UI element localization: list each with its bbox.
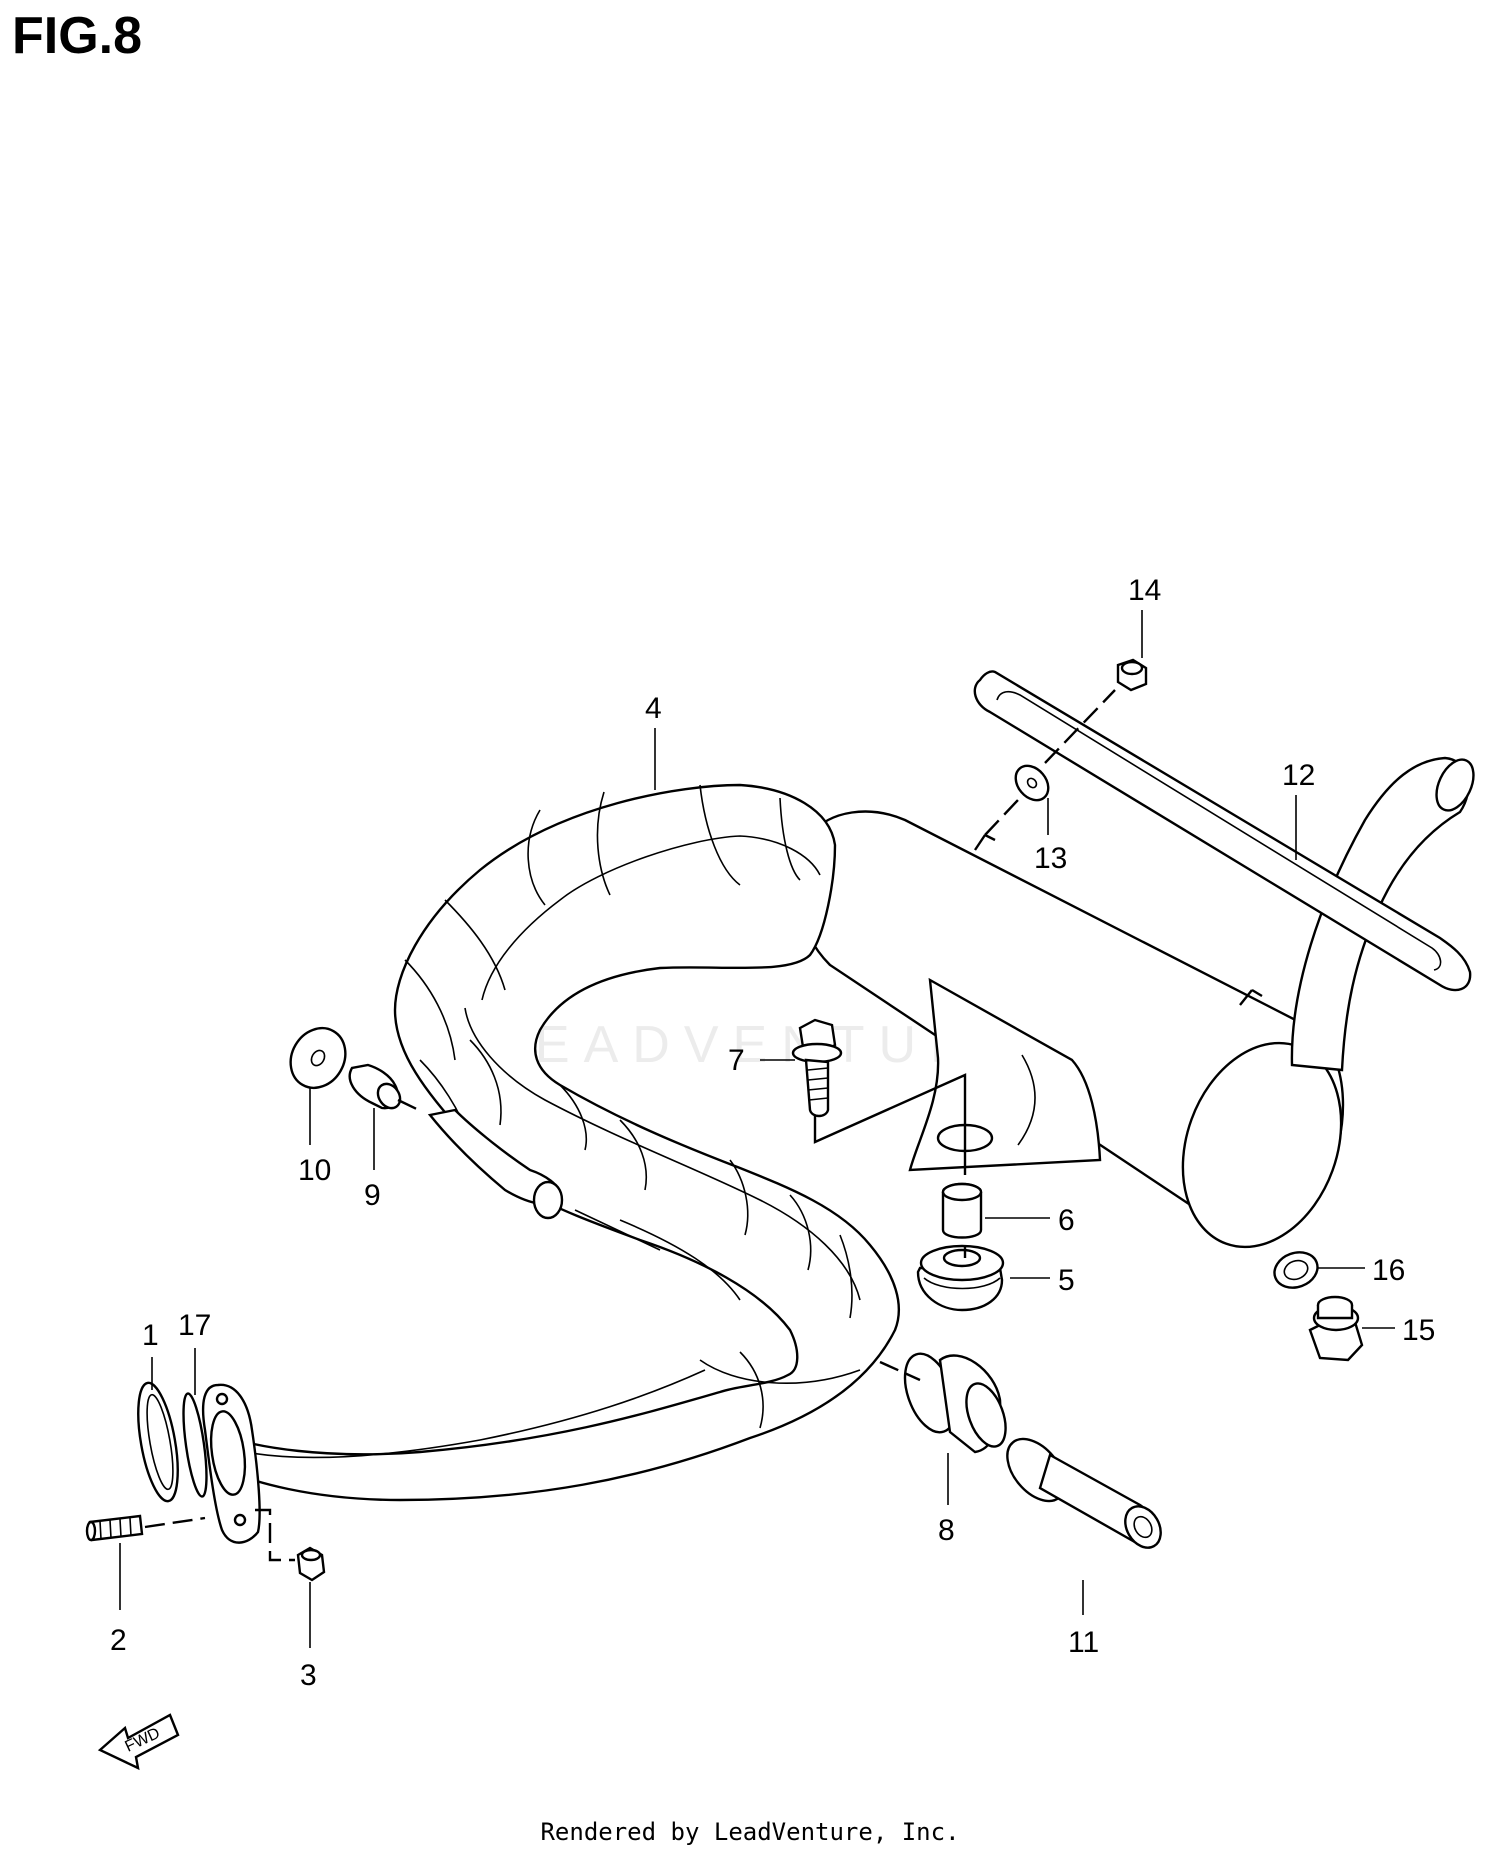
callout-3: 3 — [300, 1659, 317, 1692]
callout-9: 9 — [364, 1179, 381, 1212]
bolt-7[interactable] — [791, 1018, 843, 1118]
callout-14: 14 — [1128, 574, 1161, 607]
washer-10[interactable] — [280, 1018, 356, 1098]
spacer-9[interactable] — [348, 1063, 405, 1112]
gasket-ring[interactable] — [131, 1380, 185, 1504]
callout-5: 5 — [1058, 1264, 1075, 1297]
figure-title: FIG.8 — [12, 7, 143, 65]
callout-1: 1 — [142, 1319, 159, 1352]
spacer-6[interactable] — [941, 1182, 983, 1239]
grommet-5[interactable] — [916, 1244, 1005, 1312]
callout-6: 6 — [1058, 1204, 1075, 1237]
callout-16: 16 — [1372, 1254, 1405, 1287]
washer-16[interactable] — [1270, 1247, 1323, 1294]
callout-12: 12 — [1282, 759, 1315, 792]
stud-bolt[interactable] — [85, 1514, 144, 1542]
callout-13: 13 — [1034, 842, 1067, 875]
callout-labels: 1 2 3 4 5 6 7 8 9 10 11 12 13 14 15 16 1… — [110, 574, 1435, 1692]
callout-2: 2 — [110, 1624, 127, 1657]
callout-10: 10 — [298, 1154, 331, 1187]
assembly-lines — [119, 610, 1395, 1648]
callout-4: 4 — [645, 692, 662, 725]
callout-8: 8 — [938, 1514, 955, 1547]
nut-14[interactable] — [1116, 658, 1148, 692]
footer-credit: Rendered by LeadVenture, Inc. — [540, 1818, 960, 1846]
collar-11[interactable] — [996, 1428, 1168, 1554]
flange-nut[interactable] — [296, 1546, 326, 1582]
muffler-heat-shield[interactable] — [973, 670, 1472, 992]
fwd-arrow: FWD — [97, 1713, 180, 1771]
callout-15: 15 — [1402, 1314, 1435, 1347]
flange-gasket[interactable] — [179, 1392, 211, 1498]
muffler-body[interactable] — [797, 754, 1481, 1270]
callout-17: 17 — [178, 1309, 211, 1342]
grommet-8[interactable] — [895, 1347, 1013, 1454]
callout-7: 7 — [728, 1044, 745, 1077]
washer-13[interactable] — [1009, 759, 1055, 806]
drain-plug-15[interactable] — [1308, 1295, 1364, 1362]
callout-11: 11 — [1068, 1626, 1099, 1659]
exhaust-pipe[interactable] — [201, 783, 900, 1544]
